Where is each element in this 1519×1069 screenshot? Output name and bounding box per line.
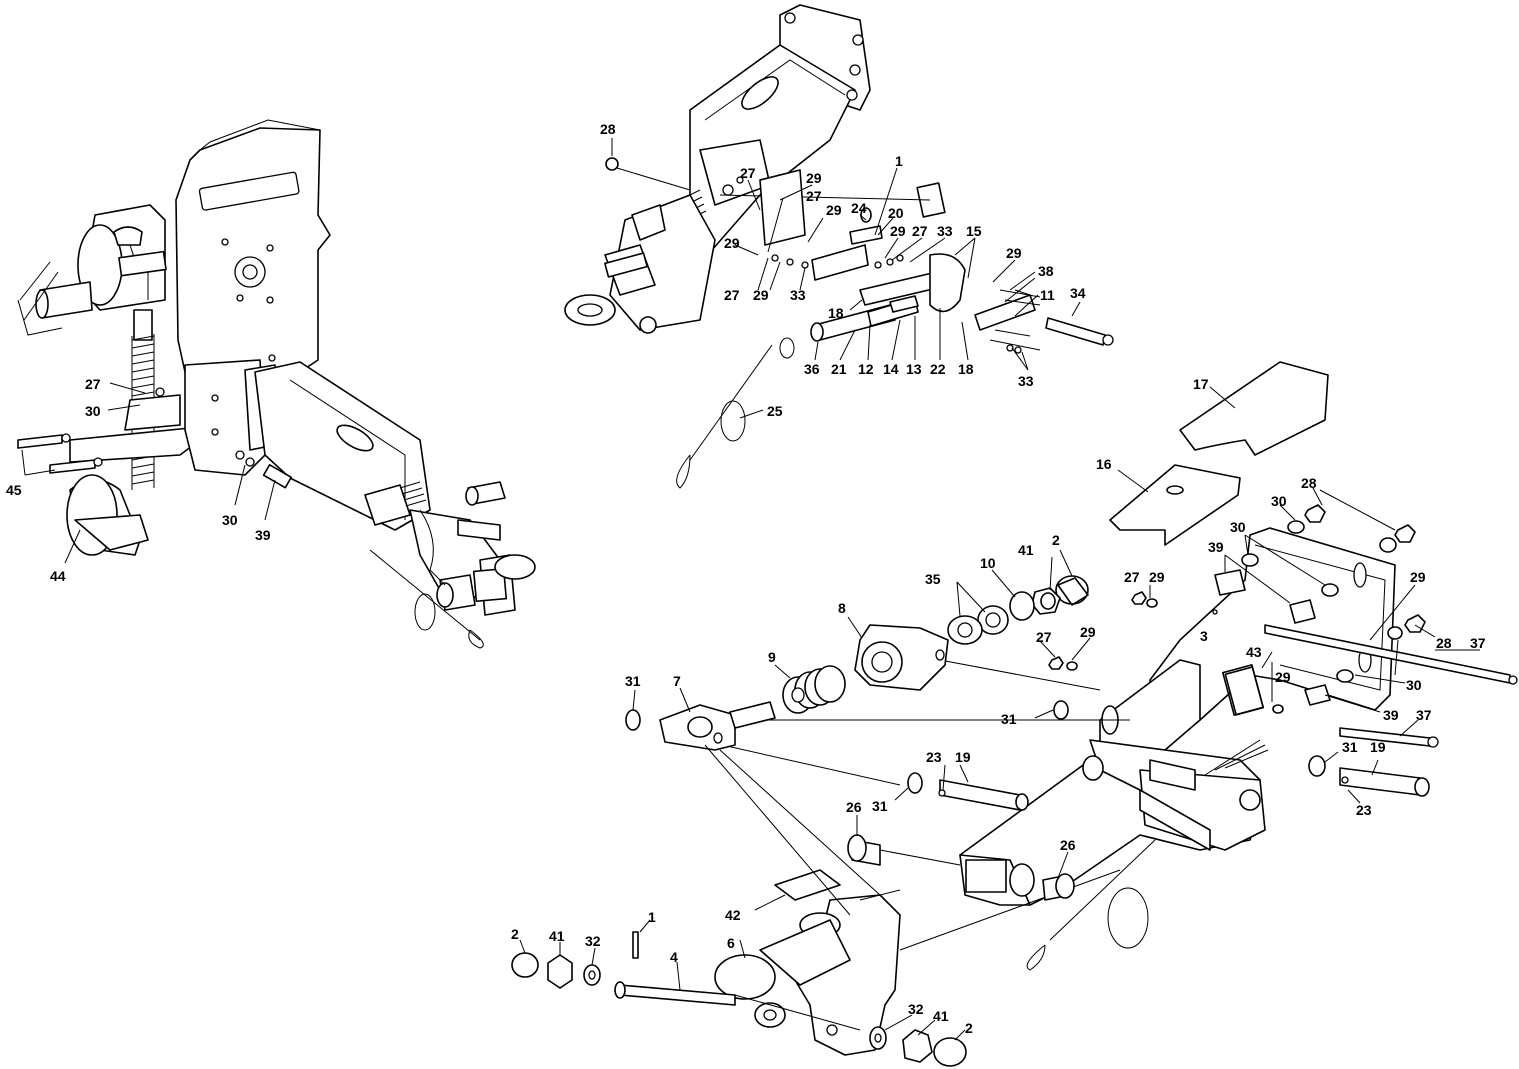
- callout-39: 39: [255, 527, 271, 543]
- callout-23: 23: [1356, 802, 1372, 818]
- callout-1: 1: [648, 909, 656, 925]
- callout-29: 29: [753, 287, 769, 303]
- callout-35: 35: [925, 571, 941, 587]
- callout-18: 18: [958, 361, 974, 377]
- callout-4: 4: [670, 949, 678, 965]
- callout-41: 41: [933, 1008, 949, 1024]
- callout-21: 21: [831, 361, 847, 377]
- callout-41: 41: [549, 928, 565, 944]
- callout-2: 2: [965, 1020, 973, 1036]
- callout-27: 27: [1124, 569, 1140, 585]
- callout-2: 2: [1052, 532, 1060, 548]
- callout-17: 17: [1193, 376, 1209, 392]
- callout-6: 6: [727, 935, 735, 951]
- callout-27: 27: [806, 188, 822, 204]
- callout-19: 19: [1370, 739, 1386, 755]
- callout-22: 22: [930, 361, 946, 377]
- callout-26: 26: [1060, 837, 1076, 853]
- callout-32: 32: [585, 933, 601, 949]
- callout-11: 11: [1040, 287, 1055, 303]
- callout-7: 7: [673, 673, 681, 689]
- top-drawbar-assembly: [564, 4, 1114, 489]
- callout-13: 13: [906, 361, 922, 377]
- callout-29: 29: [1006, 245, 1022, 261]
- callout-31: 31: [625, 673, 641, 689]
- callout-1: 1: [895, 153, 903, 169]
- callout-24: 24: [851, 200, 867, 216]
- callout-29: 29: [890, 223, 906, 239]
- callout-30: 30: [1406, 677, 1422, 693]
- callout-29: 29: [1410, 569, 1426, 585]
- callout-29: 29: [826, 202, 842, 218]
- callout-29: 29: [1080, 624, 1096, 640]
- callout-29: 29: [724, 235, 740, 251]
- callout-27: 27: [740, 165, 756, 181]
- callout-12: 12: [858, 361, 874, 377]
- callout-31: 31: [872, 798, 888, 814]
- callout-33: 33: [937, 223, 953, 239]
- callout-41: 41: [1018, 542, 1034, 558]
- callout-37: 37: [1470, 635, 1486, 651]
- callout-38: 38: [1038, 263, 1054, 279]
- callout-25: 25: [767, 403, 783, 419]
- callout-labels: 28 1 27 29 27 29 24 20 29 27 33 15 29 29…: [6, 121, 1486, 1036]
- callout-20: 20: [888, 205, 904, 221]
- callout-28: 28: [1436, 635, 1452, 651]
- callout-30: 30: [1271, 493, 1287, 509]
- callout-8: 8: [838, 600, 846, 616]
- callout-39: 39: [1208, 539, 1224, 555]
- callout-9: 9: [768, 649, 776, 665]
- callout-42: 42: [725, 907, 741, 923]
- callout-33: 33: [790, 287, 806, 303]
- leader-lines: [21, 138, 1480, 1041]
- callout-29: 29: [1149, 569, 1165, 585]
- callout-15: 15: [966, 223, 982, 239]
- callout-45: 45: [6, 482, 22, 498]
- callout-32: 32: [908, 1001, 924, 1017]
- callout-18: 18: [828, 305, 844, 321]
- callout-28: 28: [1301, 475, 1317, 491]
- callout-27: 27: [724, 287, 740, 303]
- exploded-drawbar-assembly: [511, 361, 1518, 1067]
- callout-43: 43: [1246, 644, 1262, 660]
- callout-44: 44: [50, 568, 66, 584]
- callout-36: 36: [804, 361, 820, 377]
- left-hitch-assembly: [17, 119, 536, 649]
- callout-33: 33: [1018, 373, 1034, 389]
- callout-39: 39: [1383, 707, 1399, 723]
- callout-27: 27: [1036, 629, 1052, 645]
- callout-29: 29: [806, 170, 822, 186]
- callout-31: 31: [1001, 711, 1017, 727]
- callout-30: 30: [1230, 519, 1246, 535]
- callout-2: 2: [511, 926, 519, 942]
- callout-27: 27: [85, 376, 101, 392]
- callout-28: 28: [600, 121, 616, 137]
- callout-3: 3: [1200, 628, 1208, 644]
- callout-31: 31: [1342, 739, 1358, 755]
- callout-37: 37: [1416, 707, 1432, 723]
- callout-14: 14: [883, 361, 899, 377]
- callout-23: 23: [926, 749, 942, 765]
- callout-19: 19: [955, 749, 971, 765]
- callout-16: 16: [1096, 456, 1112, 472]
- callout-27: 27: [912, 223, 928, 239]
- callout-30: 30: [85, 403, 101, 419]
- callout-29: 29: [1275, 669, 1291, 685]
- callout-30: 30: [222, 512, 238, 528]
- callout-26: 26: [846, 799, 862, 815]
- callout-34: 34: [1070, 285, 1086, 301]
- callout-10: 10: [980, 555, 996, 571]
